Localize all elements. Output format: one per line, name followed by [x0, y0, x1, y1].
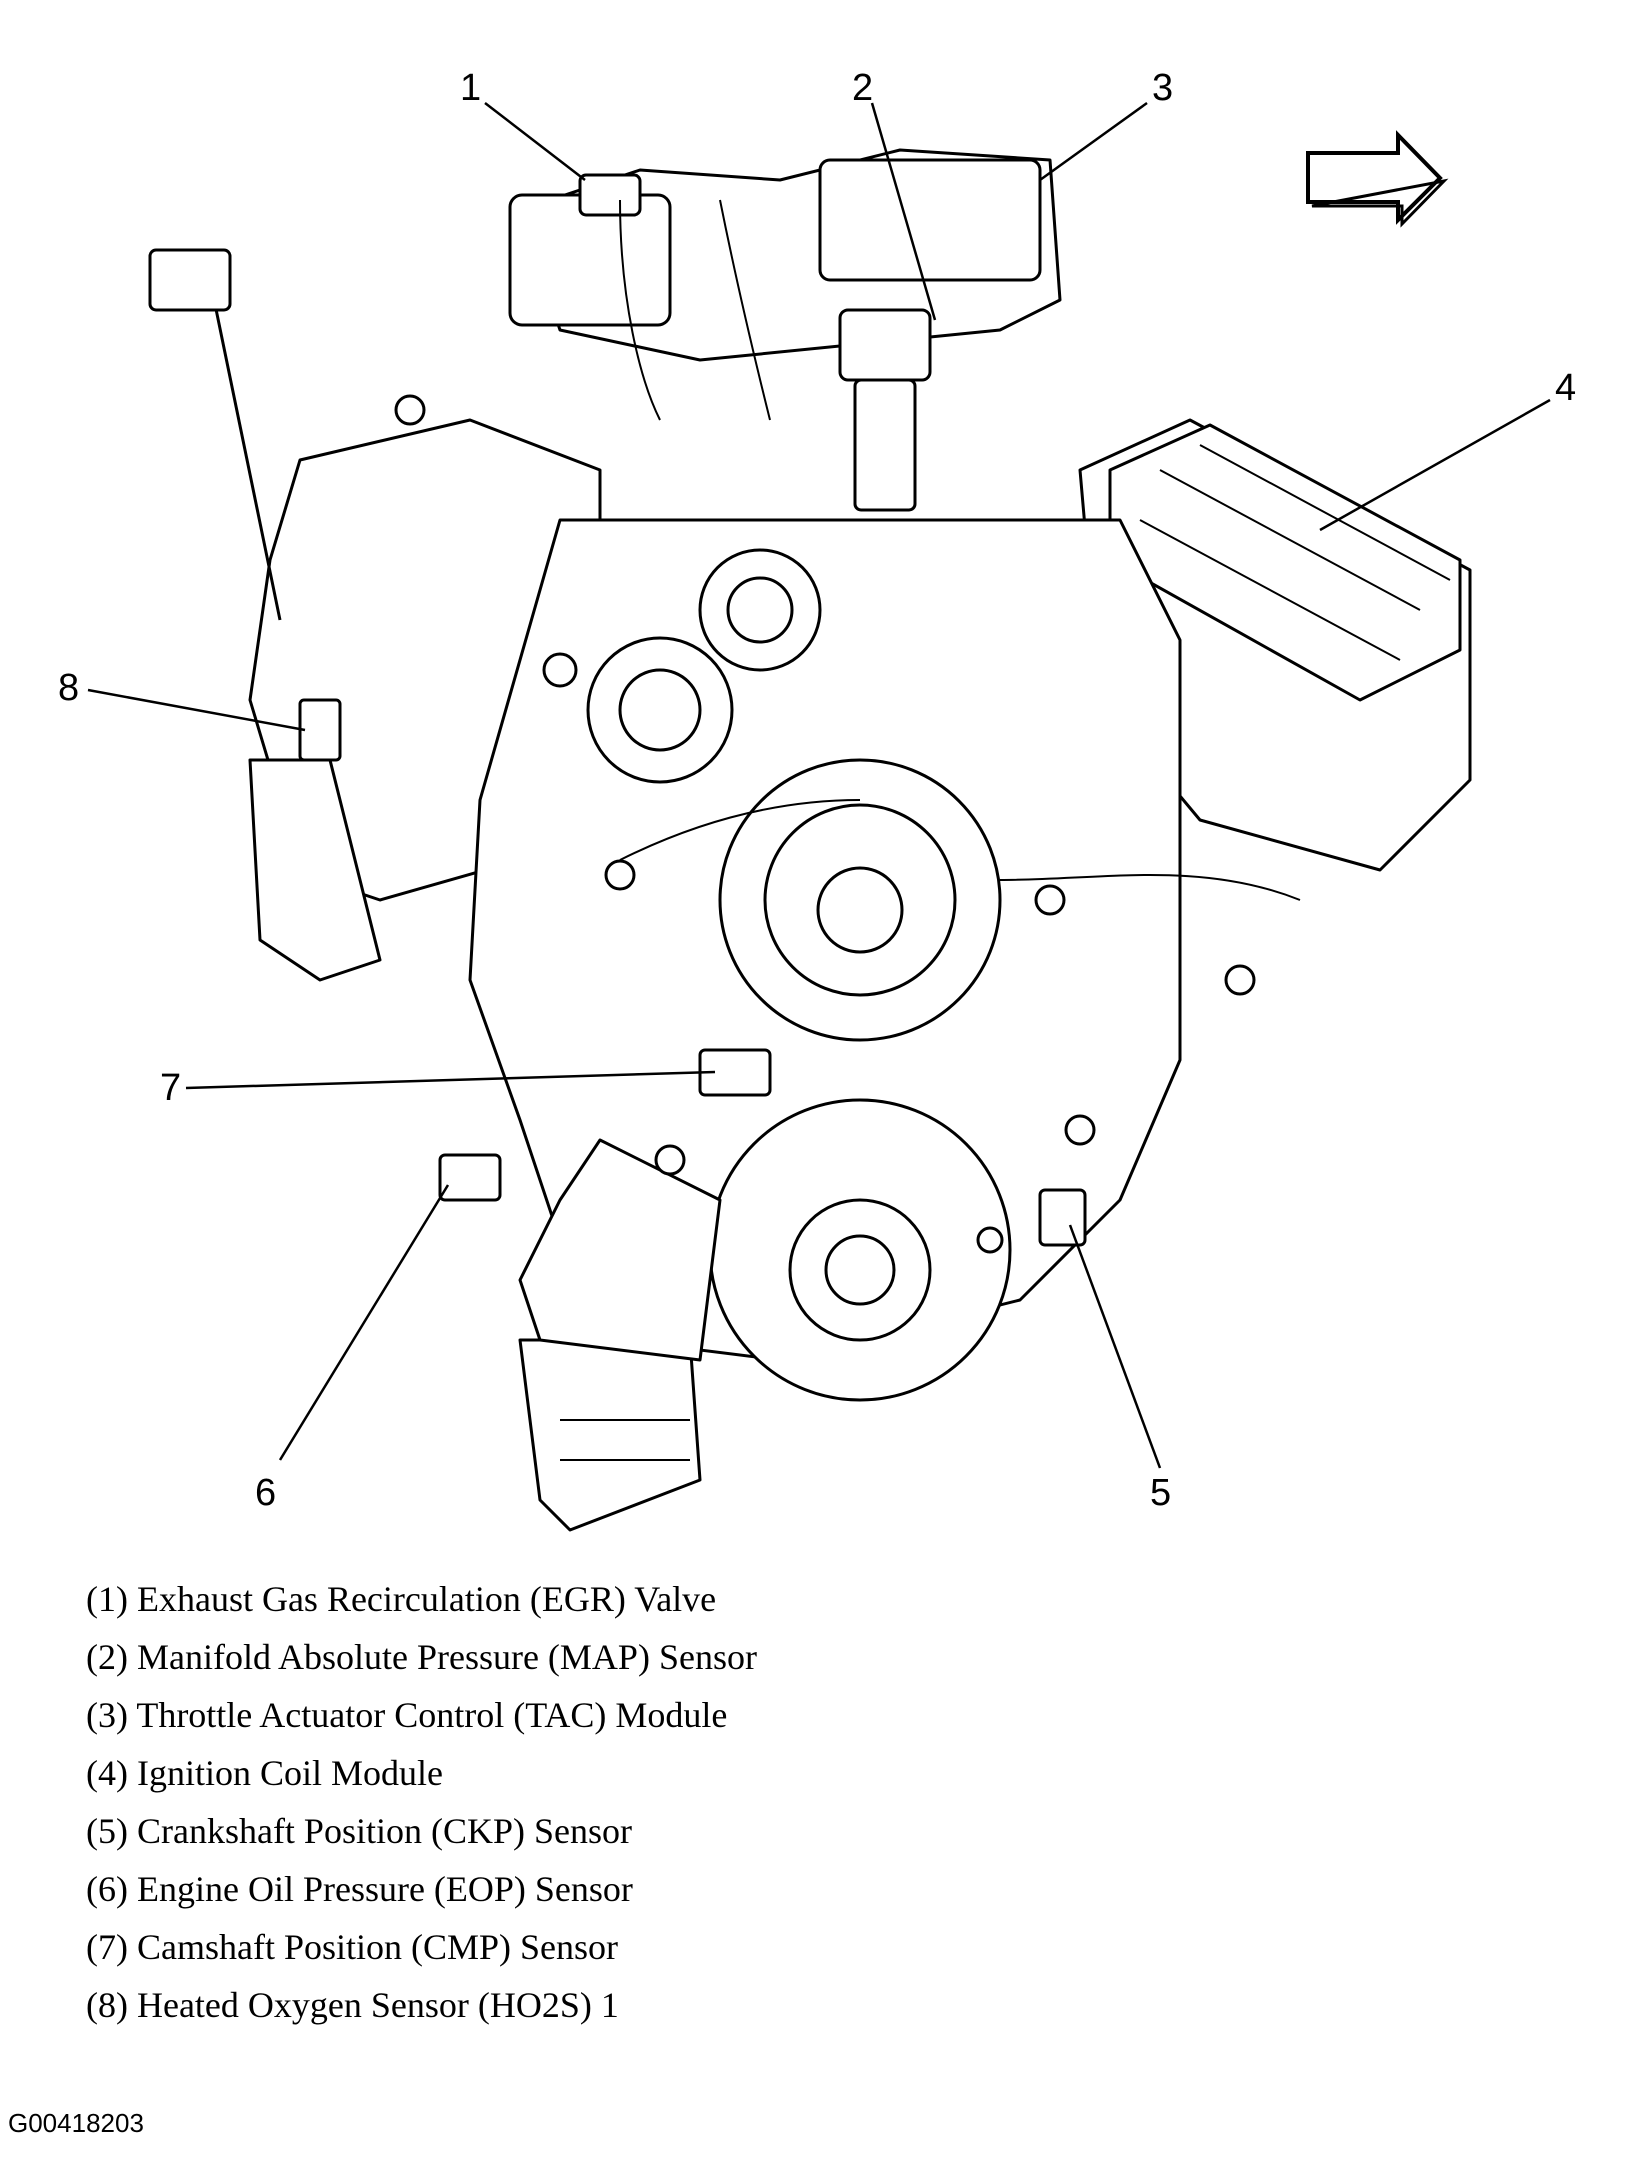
legend-item-egr-valve: (1) Exhaust Gas Recirculation (EGR) Valv…: [86, 1579, 717, 1619]
legend-item-ignition-coil-module: (4) Ignition Coil Module: [86, 1753, 443, 1793]
legend-item-eop-sensor: (6) Engine Oil Pressure (EOP) Sensor: [86, 1869, 633, 1909]
callout-labels: 1 2 3 4 5 6 7 8: [58, 67, 1576, 1514]
legend-item-ho2s-sensor: (8) Heated Oxygen Sensor (HO2S) 1: [86, 1985, 619, 2025]
engine-component-locator-diagram: 1 2 3 4 5 6 7 8: [58, 67, 1576, 1532]
leader-lines: [87, 101, 1551, 1469]
arrow-right-icon: [1306, 130, 1449, 228]
legend-item-tac-module: (3) Throttle Actuator Control (TAC) Modu…: [86, 1695, 728, 1735]
legend-item-cmp-sensor: (7) Camshaft Position (CMP) Sensor: [86, 1927, 619, 1967]
callout-8: 8: [58, 667, 79, 709]
engine-illustration: [148, 148, 1472, 1532]
callout-1: 1: [460, 67, 481, 109]
callout-4: 4: [1555, 367, 1576, 409]
callout-3: 3: [1152, 67, 1173, 109]
callout-2: 2: [852, 67, 873, 109]
callout-5: 5: [1150, 1472, 1171, 1514]
legend-item-map-sensor: (2) Manifold Absolute Pressure (MAP) Sen…: [86, 1637, 757, 1677]
legend-item-ckp-sensor: (5) Crankshaft Position (CKP) Sensor: [86, 1811, 632, 1851]
figure-id: G00418203: [8, 2108, 144, 2138]
callout-6: 6: [255, 1472, 276, 1514]
callout-7: 7: [160, 1067, 181, 1109]
component-legend: (1) Exhaust Gas Recirculation (EGR) Valv…: [86, 1570, 1286, 2034]
